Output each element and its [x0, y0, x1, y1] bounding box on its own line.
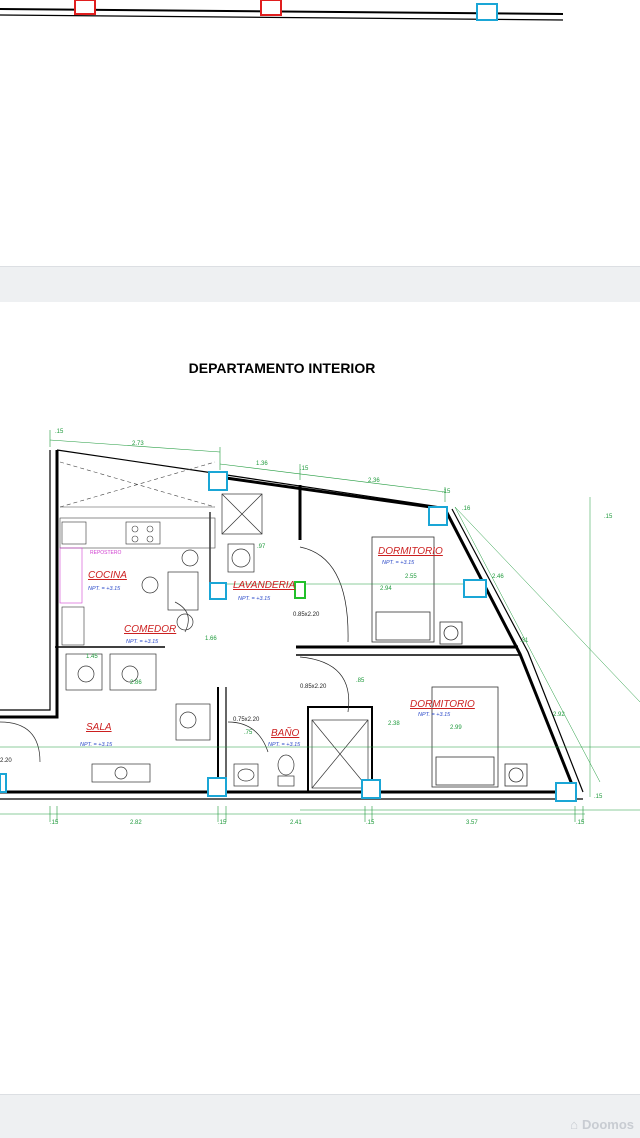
- dim-int-h: .75: [244, 730, 253, 736]
- level-lavanderia: NPT. = +3.15: [238, 596, 271, 602]
- dim-int-b: 1.66: [205, 636, 217, 642]
- dim-int-d: 2.94: [380, 586, 392, 592]
- dim-top-c: 1.36: [256, 461, 268, 467]
- column-blue: [209, 582, 227, 600]
- page-separator: [0, 266, 640, 303]
- bottom-dimension-chain: [0, 806, 585, 822]
- watermark-text: Doomos: [582, 1117, 634, 1132]
- repostero-label: REPOSTERO: [90, 550, 122, 556]
- dim-top-d: .15: [300, 466, 309, 472]
- interior-walls: [55, 485, 520, 792]
- room-label-bano: BAÑO: [271, 726, 300, 739]
- dining-set: [141, 549, 199, 633]
- dim-int-a: .97: [257, 544, 266, 550]
- room-label-sala: SALA: [86, 722, 112, 733]
- column-green: [294, 581, 306, 599]
- dim-top-b: 2.73: [132, 441, 144, 447]
- dim-top-a: .15: [55, 429, 64, 435]
- house-icon: ⌂: [570, 1117, 578, 1132]
- column-blue: [555, 782, 577, 802]
- columns: [0, 471, 577, 802]
- door-size-2: 0.85x2.20: [300, 684, 327, 690]
- dim-right-a: .15: [604, 514, 613, 520]
- door-size-4: 2.20: [0, 758, 12, 764]
- dim-bottom-d: 2.41: [290, 820, 302, 826]
- level-dormitorio-1: NPT. = +3.15: [382, 560, 415, 566]
- column-blue: [428, 506, 448, 526]
- room-label-comedor: COMEDOR: [124, 624, 176, 635]
- previous-plan-fragment: [0, 0, 564, 21]
- dim-bottom-c: .15: [218, 820, 227, 826]
- room-label-dormitorio-1: DORMITORIO: [378, 546, 443, 557]
- room-label-cocina: COCINA: [88, 570, 127, 581]
- dim-int-j: 2.86: [130, 680, 142, 686]
- living-furniture: [0, 653, 211, 783]
- floor-plan-page: DEPARTAMENTO INTERIOR .15 2.73 1.36 .15 …: [0, 302, 640, 1094]
- top-dimension-chain: [49, 430, 446, 502]
- door-size-3: 0.75x2.20: [233, 717, 260, 723]
- dim-right-e: .15: [594, 794, 603, 800]
- dim-top-f: .15: [442, 489, 451, 495]
- dim-bottom-f: 3.57: [466, 820, 478, 826]
- column-red: [260, 0, 282, 16]
- level-dormitorio-2: NPT. = +3.15: [418, 712, 451, 718]
- level-bano: NPT. = +3.15: [268, 742, 301, 748]
- door-swings: [227, 546, 350, 753]
- bathroom-fixtures: [233, 719, 369, 789]
- level-comedor: NPT. = +3.15: [126, 639, 159, 645]
- dim-int-i: 1.45: [86, 654, 98, 660]
- plan-title: DEPARTAMENTO INTERIOR: [188, 360, 376, 376]
- column-red: [74, 0, 96, 15]
- dim-right-d: 2.92: [553, 712, 565, 718]
- dim-bottom-a: .15: [50, 820, 59, 826]
- dim-int-g: .85: [356, 678, 365, 684]
- bedroom-beds: [371, 536, 528, 788]
- column-blue: [361, 779, 381, 799]
- column-blue: [0, 773, 7, 793]
- dim-bottom-e: .15: [366, 820, 375, 826]
- column-blue: [208, 471, 228, 491]
- page-separator-bottom: ⌂ Doomos: [0, 1094, 640, 1138]
- room-label-dormitorio-2: DORMITORIO: [410, 699, 475, 710]
- grid-lines: [0, 497, 640, 811]
- dim-top-e: 2.36: [368, 478, 380, 484]
- floor-plan: .15 2.73 1.36 .15 2.36 .15 .16: [0, 429, 640, 826]
- column-blue: [463, 579, 487, 598]
- level-cocina: NPT. = +3.15: [88, 586, 121, 592]
- dim-int-e: 2.38: [388, 721, 400, 727]
- kitchen-counter: [59, 461, 216, 646]
- watermark: ⌂ Doomos: [570, 1117, 634, 1132]
- laundry-fixtures: [221, 493, 263, 573]
- dim-top-g: .16: [462, 506, 471, 512]
- dim-right-b: 2.46: [492, 574, 504, 580]
- dim-bottom-b: 2.82: [130, 820, 142, 826]
- room-label-lavanderia: LAVANDERIA: [233, 580, 296, 591]
- dim-right-c: .31: [520, 638, 529, 644]
- dim-int-c: 2.55: [405, 574, 417, 580]
- wall-line-inner: [0, 14, 564, 21]
- dim-int-f: 2.99: [450, 725, 462, 731]
- column-blue: [476, 3, 498, 21]
- dim-bottom-g: .15: [576, 820, 585, 826]
- level-sala: NPT. = +3.15: [80, 742, 113, 748]
- previous-plan-page: [0, 0, 640, 266]
- door-size-1: 0.85x2.20: [293, 612, 320, 618]
- column-blue: [207, 777, 227, 797]
